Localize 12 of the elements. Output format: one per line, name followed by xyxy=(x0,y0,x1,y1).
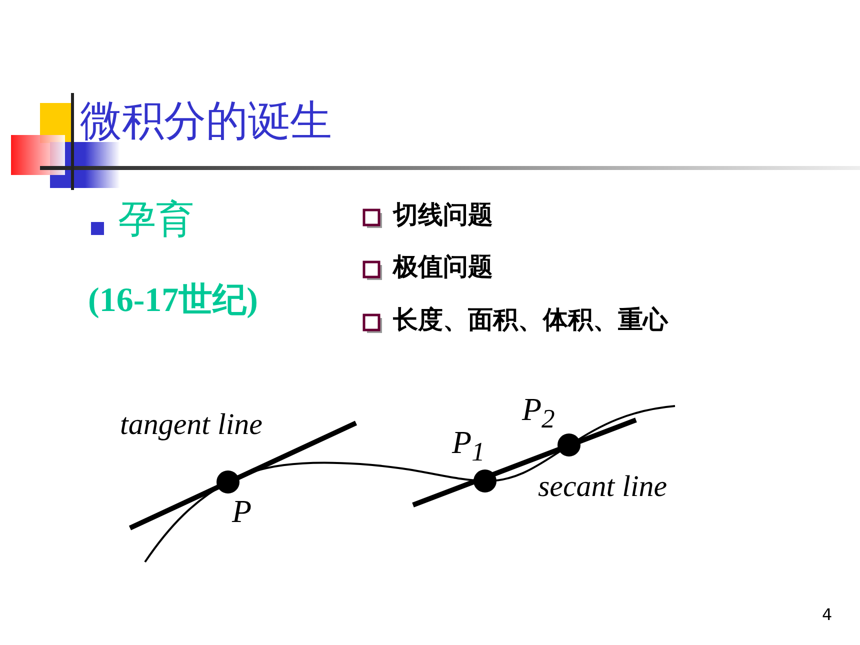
page-number: 4 xyxy=(822,606,832,624)
figure-label: secant line xyxy=(538,470,668,503)
period-text: (16-17世纪) xyxy=(88,282,258,320)
topic-heading: 孕育 xyxy=(118,199,194,241)
point-label: P xyxy=(232,494,252,530)
point-label: P$_{2}$ xyxy=(522,392,555,434)
list-item: 长度、面积、体积、重心 xyxy=(393,306,668,334)
list-item: 极值问题 xyxy=(393,253,493,280)
list-item: 切线问题 xyxy=(393,201,493,228)
point-label: P$_{1}$ xyxy=(452,425,485,467)
figure-label: tangent line xyxy=(120,408,262,441)
slide-title: 微积分的诞生 xyxy=(80,98,332,144)
